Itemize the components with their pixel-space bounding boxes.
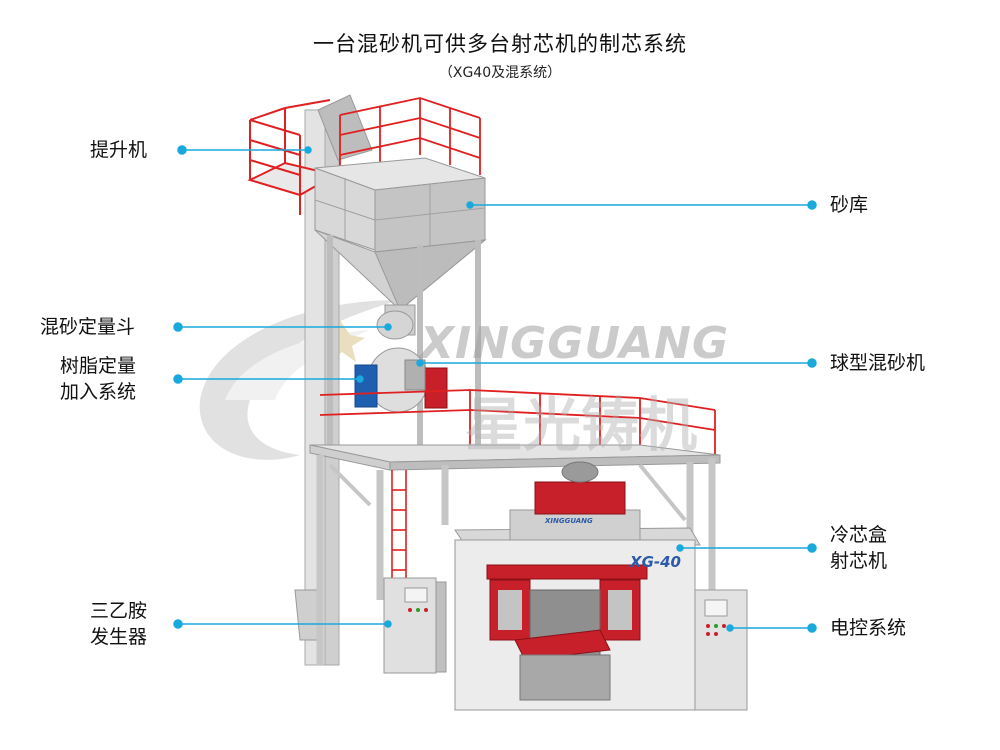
leader-lines	[173, 145, 817, 633]
leader-control	[726, 623, 817, 633]
elevator-top-platform	[247, 99, 338, 215]
label-amine-line2: 发生器	[90, 626, 148, 648]
label-ball-mixer: 球型混砂机	[830, 352, 926, 374]
label-resin-line2: 加入系统	[60, 381, 137, 403]
leader-amine	[173, 619, 392, 629]
sand-silo	[314, 157, 487, 450]
silo-top-railing	[339, 97, 481, 175]
label-amine-line1: 三乙胺	[90, 600, 148, 622]
label-sand-hopper-dosing: 混砂定量斗	[40, 316, 136, 338]
label-elevator: 提升机	[90, 139, 148, 161]
label-coldbox-shooter: 冷芯盒 射芯机	[830, 522, 887, 574]
core-shooter-machine	[454, 461, 748, 711]
leader-coldbox	[676, 543, 817, 553]
watermark-latin: XINGGUANG	[420, 318, 730, 369]
mixer-assembly	[354, 304, 448, 413]
label-resin-system: 树脂定量 加入系统	[60, 353, 136, 405]
amine-generator-cabinet	[383, 577, 447, 674]
label-electric-control: 电控系统	[830, 617, 907, 639]
leader-mixer	[416, 358, 817, 368]
middle-deck-railing	[319, 389, 716, 458]
label-amine-generator: 三乙胺 发生器	[90, 598, 147, 650]
leader-resin	[173, 374, 364, 384]
machine-model-badge: XG-40	[630, 553, 681, 571]
watermark-cn: 星光铸机	[465, 391, 698, 459]
watermark-logo	[199, 300, 400, 460]
machine-brand-plate: XINGGUANG	[545, 517, 593, 525]
label-resin-line1: 树脂定量	[60, 355, 137, 377]
leader-hopper	[173, 322, 392, 332]
diagram-title: 一台混砂机可供多台射芯机的制芯系统	[313, 32, 687, 56]
label-coldbox-line1: 冷芯盒	[830, 524, 888, 546]
diagram-subtitle: （XG40及混系统）	[438, 65, 562, 81]
leader-silo	[466, 200, 817, 210]
label-sand-silo: 砂库	[830, 194, 869, 216]
label-coldbox-line2: 射芯机	[830, 550, 888, 572]
leader-elevator	[177, 145, 312, 155]
